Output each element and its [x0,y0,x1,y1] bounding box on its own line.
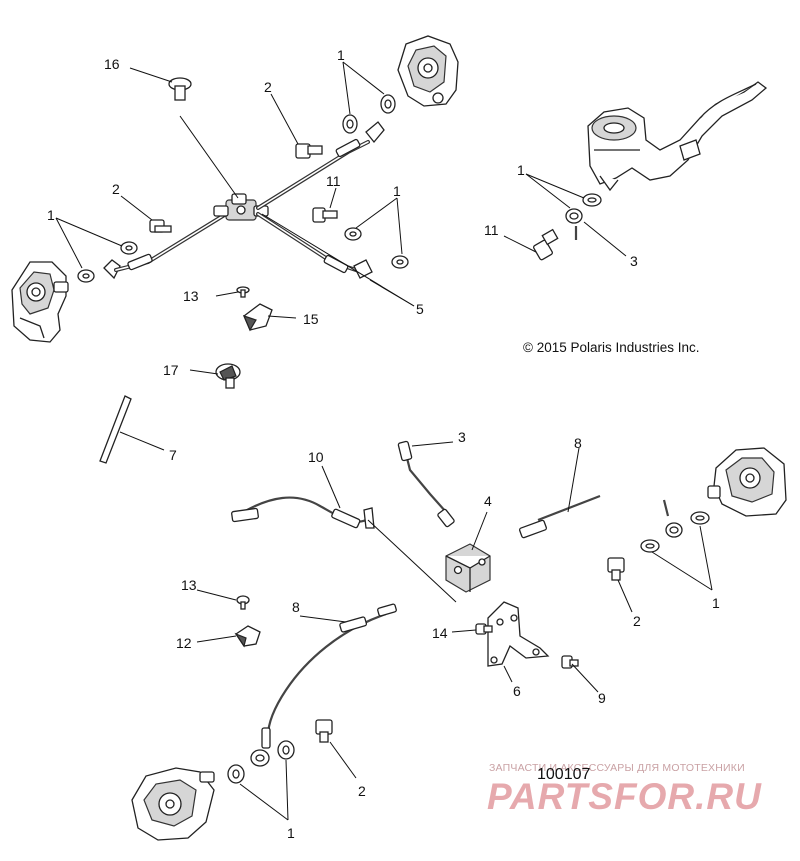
callout-1-upper: 1 [337,47,345,63]
push-rivet [168,77,192,101]
callout-8-lower: 8 [292,599,300,615]
callout-7: 7 [169,447,177,463]
callout-2-upper: 2 [264,79,272,95]
master-cylinder-assembly [533,81,768,261]
callout-10: 10 [308,449,324,465]
watermark-logo: PARTSFOR.RU [487,776,762,817]
banjo-bolt-mc [533,228,559,261]
callout-3-rear: 3 [458,429,466,445]
banjo-fitting [103,259,121,280]
right-rear-caliper [707,447,787,517]
screw-13-upper [236,286,250,298]
callout-13-lower: 13 [181,577,197,593]
callout-2-lower: 2 [358,783,366,799]
callout-2-left: 2 [112,181,120,197]
copyright-notice: © 2015 Polaris Industries Inc. [523,340,700,355]
callout-13-upper: 13 [183,288,199,304]
screw-9 [561,655,579,669]
right-front-caliper [397,35,459,107]
leader-lines [55,61,713,821]
document-number: 100107 [537,766,591,783]
watermark-tagline: ЗАПЧАСТИ И АКСЕССУАРЫ ДЛЯ МОТОТЕХНИКИ [489,762,745,774]
callout-17: 17 [163,362,179,378]
callout-labels: 16 2 1 2 11 1 1 13 15 5 1 11 3 17 7 3 10… [47,47,720,841]
screw-14 [475,623,493,635]
callout-12: 12 [176,635,192,651]
banjo-bolt-11 [312,207,338,223]
rod-7 [99,395,132,464]
callout-1-mc: 1 [517,162,525,178]
callout-1-lower: 1 [287,825,295,841]
clip-12 [234,625,261,648]
callout-9: 9 [598,690,606,706]
banjo-bolt-left [149,219,172,233]
left-front-caliper [11,261,69,343]
callout-5: 5 [416,301,424,317]
callout-3-mc: 3 [630,253,638,269]
callout-14: 14 [432,625,448,641]
bracket-6 [487,601,550,667]
callout-16: 16 [104,56,120,72]
banjo-bolt-right [607,557,625,581]
rear-brake-lines [131,440,787,841]
callout-1-right: 1 [712,595,720,611]
front-brake-line-assembly [11,35,459,343]
callout-6: 6 [513,683,521,699]
banjo-bolt-lower [315,719,333,743]
callout-11-upper: 11 [326,173,341,189]
distribution-block [445,543,491,593]
clip-15 [242,303,273,332]
banjo-bolt-upper [295,143,323,159]
clip-17 [215,363,241,389]
callout-11-mc: 11 [484,222,499,238]
callout-2-right: 2 [633,613,641,629]
callout-1-left: 1 [47,207,55,223]
callout-4: 4 [484,493,492,509]
callout-8-upper: 8 [574,435,582,451]
callout-15: 15 [303,311,319,327]
left-rear-caliper [131,767,215,841]
callout-1-mid: 1 [393,183,401,199]
screw-13-lower [236,595,250,610]
